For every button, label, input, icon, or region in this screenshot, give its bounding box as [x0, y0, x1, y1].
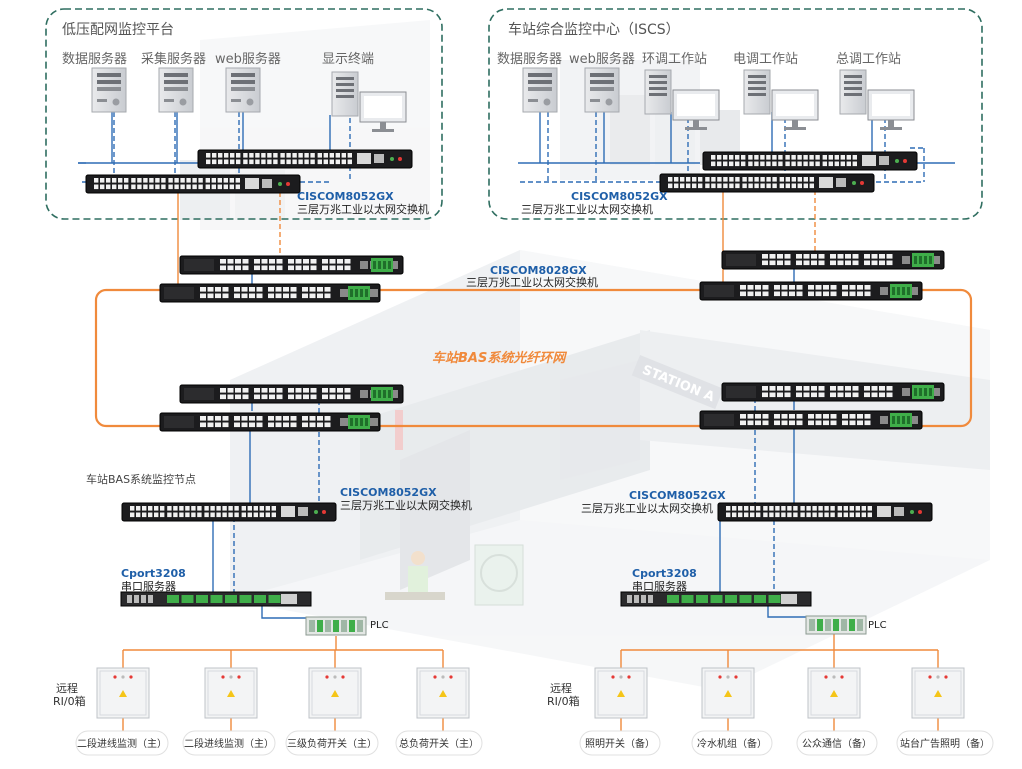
rio-pill: 二段进线监测（主）: [75, 730, 169, 756]
connection-lines: [78, 112, 955, 731]
rio-pill: 公众通信（备）: [796, 730, 878, 756]
rio-pill: 二段进线监测（主）: [182, 730, 276, 756]
svg-text:总负荷开关（主）: 总负荷开关（主）: [399, 737, 479, 750]
iscs-platform-title: 车站综合监控中心（ISCS）: [508, 21, 680, 38]
low-voltage-platform-box: [45, 8, 443, 220]
rio-pill: 照明开关（备）: [579, 730, 661, 756]
monitor-node-label: 车站BAS系统监控节点: [86, 472, 196, 486]
data-server-icon: [91, 67, 127, 113]
svg-text:冷水机组（备）: 冷水机组（备）: [697, 737, 767, 750]
ring-switch-desc: 三层万兆工业以太网交换机: [466, 275, 598, 289]
platform-switch-model-left: CISCOM8052GX: [297, 190, 394, 203]
power-workstation-icon: [743, 69, 819, 130]
iscs-data-server-icon: [522, 67, 558, 113]
rio-box-left: [204, 667, 258, 719]
display-terminal-icon: [331, 71, 407, 132]
server-label: web服务器: [215, 51, 281, 67]
node-switch-model-left: CISCOM8052GX: [340, 486, 437, 499]
server-label: web服务器: [569, 51, 635, 67]
platform-switch-upper-left: [197, 149, 413, 169]
low-voltage-server-labels: 数据服务器 采集服务器 web服务器 显示终端: [62, 51, 374, 67]
node-switch-desc-left: 三层万兆工业以太网交换机: [340, 498, 472, 512]
server-label: 采集服务器: [141, 51, 206, 67]
svg-text:公众通信（备）: 公众通信（备）: [802, 737, 872, 750]
platform-switch-lower-right: [659, 173, 875, 193]
ring-switch-model: CISCOM8028GX: [490, 264, 587, 277]
node-switch-right: [717, 502, 933, 522]
ring-switch-bottom-right: [699, 410, 923, 430]
svg-text:二段进线监测（主）: 二段进线监测（主）: [184, 737, 274, 750]
rio-pill: 站台广告照明（备）: [896, 730, 994, 756]
server-label: 环调工作站: [642, 52, 707, 67]
platform-switch-desc-right: 三层万兆工业以太网交换机: [521, 202, 653, 216]
chief-workstation-icon: [839, 69, 915, 130]
serial-server-left: [120, 591, 312, 607]
rio-pill: 总负荷开关（主）: [395, 730, 483, 756]
rio-box-left: [96, 667, 150, 719]
iscs-server-labels: 数据服务器 web服务器 环调工作站 电调工作站 总调工作站: [497, 51, 901, 67]
remote-label-left-line2: RI/0箱: [53, 694, 86, 708]
remote-label-right-line2: RI/0箱: [547, 694, 580, 708]
remote-label-left-line1: 远程: [56, 682, 78, 695]
plc-label-right: PLC: [868, 620, 887, 631]
serial-model-left: Cport3208: [121, 567, 186, 580]
platform-switch-desc-left: 三层万兆工业以太网交换机: [297, 202, 429, 216]
ring-switch-bottom-left: [159, 412, 381, 432]
plc-left: [305, 616, 367, 636]
node-switch-model-right: CISCOM8052GX: [629, 489, 726, 502]
plc-label-left: PLC: [370, 620, 389, 631]
rio-box-left: [308, 667, 362, 719]
server-label: 显示终端: [322, 51, 374, 67]
ring-switch-upper-left: [179, 255, 404, 275]
web-server-icon: [225, 67, 261, 113]
link-line: [261, 605, 306, 619]
serial-model-right: Cport3208: [632, 567, 697, 580]
serial-desc-left: 串口服务器: [121, 580, 176, 593]
ring-switch-lower-left: [159, 283, 381, 303]
ring-switch-lower-right: [699, 281, 923, 301]
serial-server-right: [620, 591, 812, 607]
rio-box-left: [416, 667, 470, 719]
server-label: 数据服务器: [62, 51, 127, 67]
fiber-ring-label: 车站BAS系统光纤环网: [432, 350, 567, 366]
iscs-platform-box: [488, 8, 983, 220]
collection-server-icon: [158, 67, 194, 113]
ring-switch-mid-right: [721, 382, 945, 402]
rio-box-right: [594, 667, 648, 719]
ring-switch-mid-left: [179, 384, 404, 404]
rio-pill: 冷水机组（备）: [691, 730, 773, 756]
serial-desc-right: 串口服务器: [632, 580, 687, 593]
platform-switch-lower-left: [85, 174, 301, 194]
server-label: 电调工作站: [733, 52, 798, 67]
low-voltage-platform-title: 低压配网监控平台: [62, 22, 174, 38]
iscs-web-server-icon: [584, 67, 620, 113]
node-switch-desc-right: 三层万兆工业以太网交换机: [581, 501, 713, 515]
rio-box-right: [807, 667, 861, 719]
svg-text:站台广告照明（备）: 站台广告照明（备）: [900, 737, 990, 750]
svg-text:二段进线监测（主）: 二段进线监测（主）: [77, 737, 167, 750]
rio-pill: 三级负荷开关（主）: [285, 730, 379, 756]
svg-text:照明开关（备）: 照明开关（备）: [585, 737, 655, 750]
platform-switch-model-right: CISCOM8052GX: [571, 190, 668, 203]
ring-switch-upper-right: [721, 250, 945, 270]
devices: [85, 67, 965, 719]
rio-box-right: [701, 667, 755, 719]
server-label: 总调工作站: [836, 52, 901, 67]
fiber-ring: [94, 288, 973, 428]
link-line: [767, 605, 806, 618]
node-switch-left: [121, 502, 337, 522]
plc-right: [805, 615, 867, 635]
remote-label-right-line1: 远程: [550, 682, 572, 695]
svg-text:三级负荷开关（主）: 三级负荷开关（主）: [287, 737, 377, 750]
rio-labels: 二段进线监测（主） 二段进线监测（主） 三级负荷开关（主） 总负荷开关（主） 照…: [75, 730, 994, 756]
platform-switch-upper-right: [702, 151, 918, 171]
rio-box-right: [911, 667, 965, 719]
server-label: 数据服务器: [497, 51, 562, 67]
env-workstation-icon: [644, 69, 720, 130]
